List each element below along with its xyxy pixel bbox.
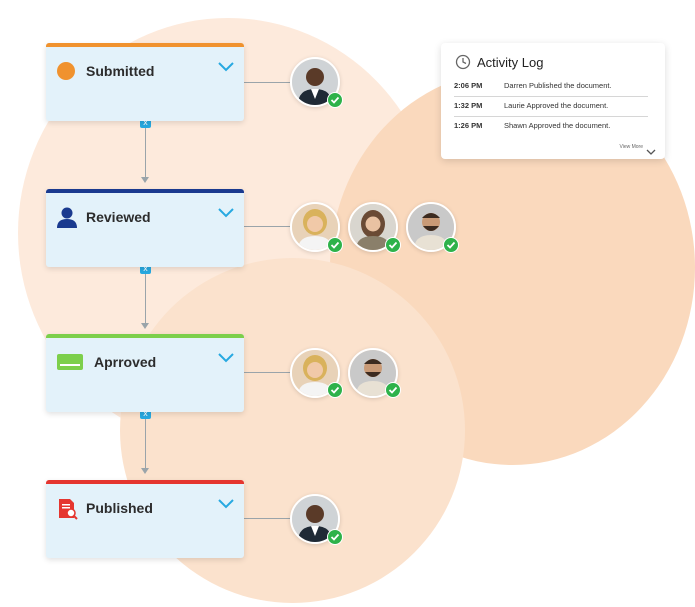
step-accent-bar bbox=[46, 189, 244, 193]
avatar[interactable] bbox=[348, 348, 398, 398]
connector-badge[interactable]: x bbox=[140, 117, 151, 128]
step-card-approved[interactable]: Aprroved bbox=[46, 334, 244, 412]
chevron-down-icon[interactable] bbox=[218, 350, 234, 363]
chevron-down-icon[interactable] bbox=[218, 205, 234, 218]
user-icon bbox=[56, 207, 77, 228]
activity-log-panel: Activity Log 2:06 PM Darren Published th… bbox=[441, 43, 665, 159]
avatar[interactable] bbox=[406, 202, 456, 252]
assignee-connector bbox=[244, 372, 290, 373]
log-entry: 2:06 PM Darren Published the document. bbox=[454, 77, 648, 96]
document-search-icon bbox=[56, 498, 78, 520]
divider bbox=[454, 96, 648, 97]
step-accent-bar bbox=[46, 480, 244, 484]
circle-status-icon bbox=[56, 61, 76, 81]
step-accent-bar bbox=[46, 334, 244, 338]
log-entry-time: 1:26 PM bbox=[454, 121, 483, 130]
step-label: Published bbox=[86, 500, 153, 516]
check-icon bbox=[327, 529, 343, 545]
log-entry-time: 1:32 PM bbox=[454, 101, 483, 110]
flow-connector bbox=[145, 123, 146, 177]
step-card-reviewed[interactable]: Reviewed bbox=[46, 189, 244, 267]
avatar[interactable] bbox=[290, 57, 340, 107]
log-entry-message: Shawn Approved the document. bbox=[504, 121, 611, 130]
connector-badge[interactable]: x bbox=[140, 263, 151, 274]
step-label: Aprroved bbox=[94, 354, 157, 370]
clock-icon bbox=[455, 54, 471, 75]
step-label: Submitted bbox=[86, 63, 155, 79]
step-accent-bar bbox=[46, 43, 244, 47]
flow-connector bbox=[145, 269, 146, 323]
assignee-connector bbox=[244, 518, 290, 519]
connector-badge[interactable]: x bbox=[140, 408, 151, 419]
log-entry: 1:32 PM Laurie Approved the document. bbox=[454, 97, 648, 116]
check-icon bbox=[443, 237, 459, 253]
log-entry-time: 2:06 PM bbox=[454, 81, 483, 90]
arrow-down-icon bbox=[141, 177, 149, 183]
log-entry: 1:26 PM Shawn Approved the document. bbox=[454, 117, 648, 136]
chevron-down-icon[interactable] bbox=[218, 59, 234, 72]
arrow-down-icon bbox=[141, 323, 149, 329]
check-icon bbox=[327, 237, 343, 253]
log-entry-message: Darren Published the document. bbox=[504, 81, 612, 90]
chevron-down-icon[interactable] bbox=[218, 496, 234, 509]
flow-connector bbox=[145, 414, 146, 468]
log-entry-message: Laurie Approved the document. bbox=[504, 101, 609, 110]
step-label: Reviewed bbox=[86, 209, 151, 225]
assignee-connector bbox=[244, 226, 290, 227]
arrow-down-icon bbox=[141, 468, 149, 474]
activity-log-title: Activity Log bbox=[477, 55, 544, 70]
divider bbox=[454, 116, 648, 117]
chevron-down-icon[interactable] bbox=[646, 143, 656, 161]
check-icon bbox=[385, 237, 401, 253]
check-icon bbox=[327, 92, 343, 108]
approved-card-icon bbox=[56, 352, 84, 372]
step-card-published[interactable]: Published bbox=[46, 480, 244, 558]
view-more-link[interactable]: View More bbox=[619, 144, 643, 150]
step-card-submitted[interactable]: Submitted bbox=[46, 43, 244, 121]
check-icon bbox=[385, 382, 401, 398]
avatar[interactable] bbox=[290, 202, 340, 252]
assignee-connector bbox=[244, 82, 290, 83]
check-icon bbox=[327, 382, 343, 398]
